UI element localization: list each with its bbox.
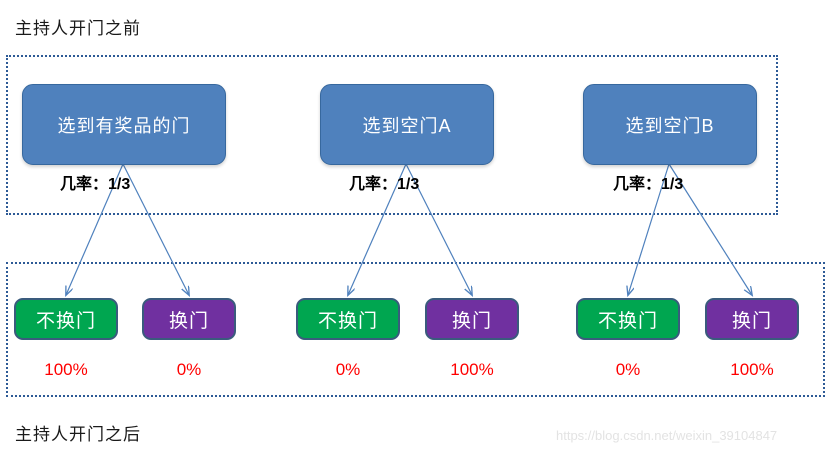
choice-box-keep-3[interactable]: 不换门 bbox=[576, 298, 680, 340]
door-box-empty-b[interactable]: 选到空门B bbox=[583, 84, 757, 165]
watermark-url: https://blog.csdn.net/weixin_39104847 bbox=[556, 428, 778, 443]
door-box-prize[interactable]: 选到有奖品的门 bbox=[22, 84, 226, 165]
percent-label-switch-1: 0% bbox=[176, 360, 202, 379]
probability-label-empty-b: 几率：1/3 bbox=[613, 176, 684, 193]
choice-box-switch-3[interactable]: 换门 bbox=[705, 298, 799, 340]
group-after-container bbox=[6, 262, 825, 397]
percent-label-switch-3: 100% bbox=[730, 360, 774, 379]
choice-box-keep-1[interactable]: 不换门 bbox=[14, 298, 118, 340]
percent-label-keep-3: 0% bbox=[615, 360, 641, 379]
choice-box-keep-2[interactable]: 不换门 bbox=[296, 298, 400, 340]
probability-label-empty-a: 几率：1/3 bbox=[349, 176, 420, 193]
percent-label-keep-2: 0% bbox=[335, 360, 361, 379]
probability-label-prize: 几率：1/3 bbox=[60, 176, 131, 193]
choice-box-switch-2[interactable]: 换门 bbox=[425, 298, 519, 340]
door-box-empty-a[interactable]: 选到空门A bbox=[320, 84, 494, 165]
choice-box-switch-1[interactable]: 换门 bbox=[142, 298, 236, 340]
percent-label-switch-2: 100% bbox=[450, 360, 494, 379]
caption-after-host-opens: 主持人开门之后 bbox=[15, 425, 141, 444]
caption-before-host-opens: 主持人开门之前 bbox=[15, 19, 141, 38]
percent-label-keep-1: 100% bbox=[44, 360, 88, 379]
